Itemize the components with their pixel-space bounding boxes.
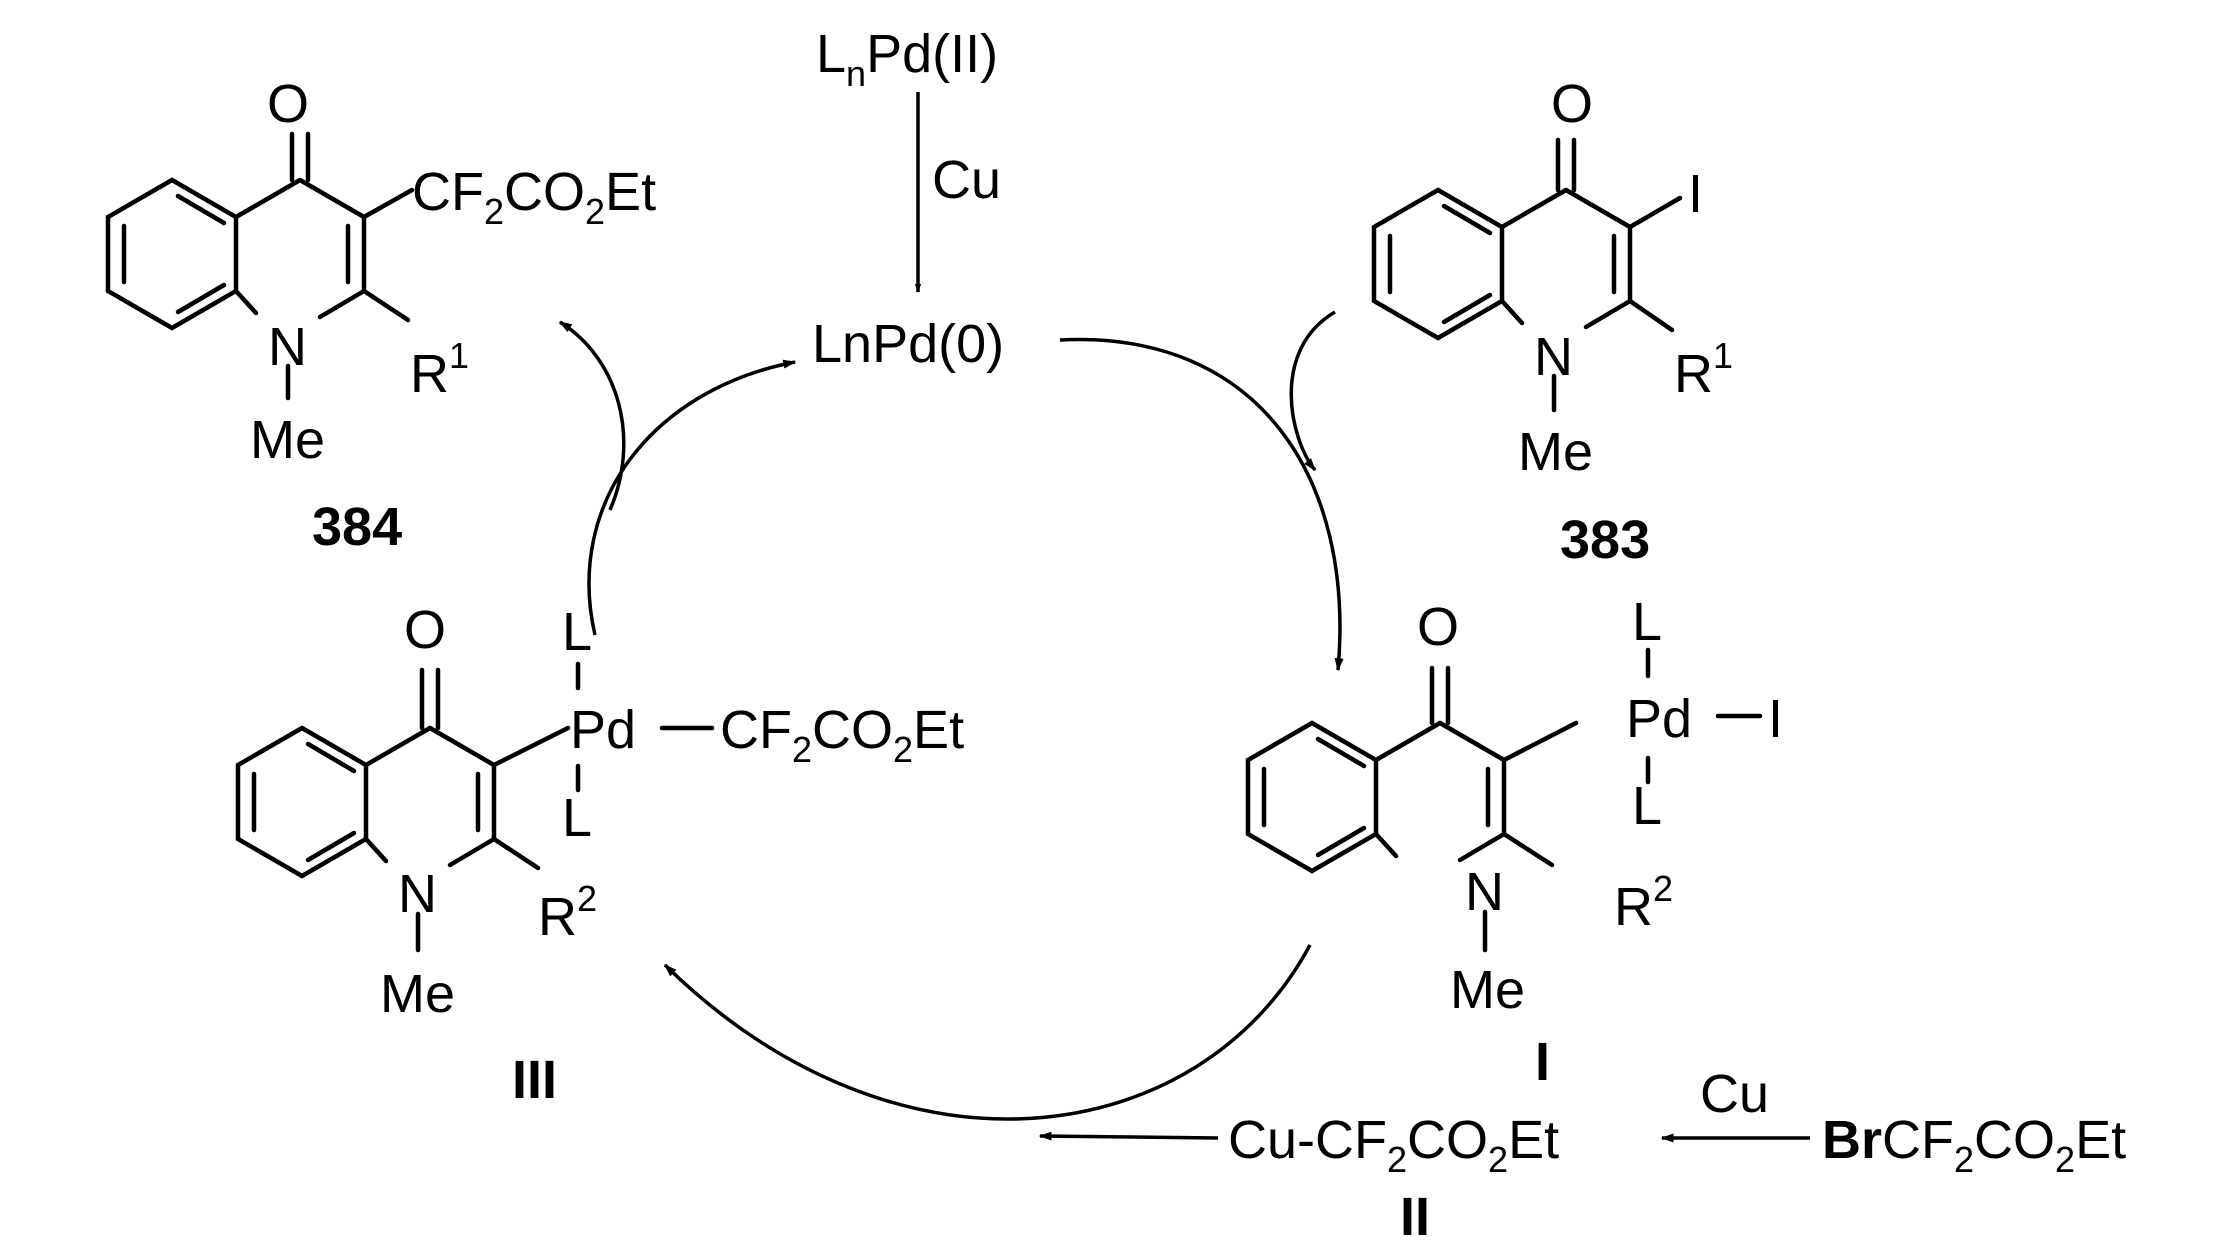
transmetalation-arrow [663,944,1312,1121]
substrate-n-methyl: Me [1518,422,1593,482]
intermediate-I-n-methyl: Me [1450,960,1525,1020]
intermediate-II-id: II [1400,1187,1430,1247]
product-384: O CF2CO2Et N R1 Me 384 [105,74,656,557]
copper-reagent-arrow [1038,1131,1219,1141]
product-nitrogen-label: N [268,317,307,377]
product-release-arrow [558,320,626,511]
intermediate-II-formula: Cu-CF2CO2Et [1228,1110,1559,1180]
intermediate-III-ligand-top: L [562,602,592,662]
product-n-methyl: Me [250,410,325,470]
intermediate-III-oxo-label: O [404,600,446,660]
reagent-formula: BrCF2CO2Et [1822,1110,2126,1180]
product-compound-number: 384 [312,497,402,557]
intermediate-I-r-group: R2 [1614,868,1673,937]
intermediate-III-r-group: R2 [538,878,597,947]
substrate-nitrogen-label: N [1534,327,1573,387]
catalyst-label: LnPd(0) [812,314,1004,374]
intermediate-I-ligand-bottom: L [1632,776,1662,836]
intermediate-I-ligand-top: L [1632,592,1662,652]
reductive-elimination-arrow [587,359,797,636]
precatalyst-label: LnPd(II) [816,24,998,94]
product-oxo-label: O [267,74,309,134]
intermediate-I-nitrogen-label: N [1465,862,1504,922]
intermediate-III-n-methyl: Me [380,964,455,1024]
intermediate-III: O L Pd L CF2CO2Et N R2 Me III [235,600,964,1110]
intermediate-I-palladium: Pd [1626,689,1692,749]
intermediate-III-ligand-bottom: L [562,788,592,848]
benzo-ring [1371,187,1505,341]
intermediate-III-palladium: Pd [570,700,636,760]
intermediate-III-cf2-group: CF2CO2Et [720,700,964,770]
benzo-ring [105,177,239,331]
intermediate-III-id: III [512,1050,557,1110]
product-r-group: R1 [410,335,469,404]
intermediate-III-nitrogen-label: N [398,864,437,924]
substrate-oxo-label: O [1551,74,1593,134]
intermediate-I-iodide-label: I [1768,689,1783,749]
substrate-r-group: R1 [1674,335,1733,404]
intermediate-I-oxo-label: O [1417,597,1459,657]
intermediate-I: O L Pd I L N R2 Me I [1245,592,1783,1092]
benzo-ring [1245,720,1379,874]
reagent-cu-label: Cu [1700,1064,1769,1124]
substrate-entry-arrow [1289,310,1336,472]
reductant-label: Cu [932,150,1001,210]
benzo-ring [235,725,369,879]
intermediate-I-id: I [1535,1032,1550,1092]
oxidative-addition-arrow [1059,337,1344,672]
product-cf2-group: CF2CO2Et [412,162,656,232]
substrate-compound-number: 383 [1560,510,1650,570]
substrate-iodo-label: I [1688,164,1703,224]
substrate-383: O I N R1 Me 383 [1371,74,1733,570]
